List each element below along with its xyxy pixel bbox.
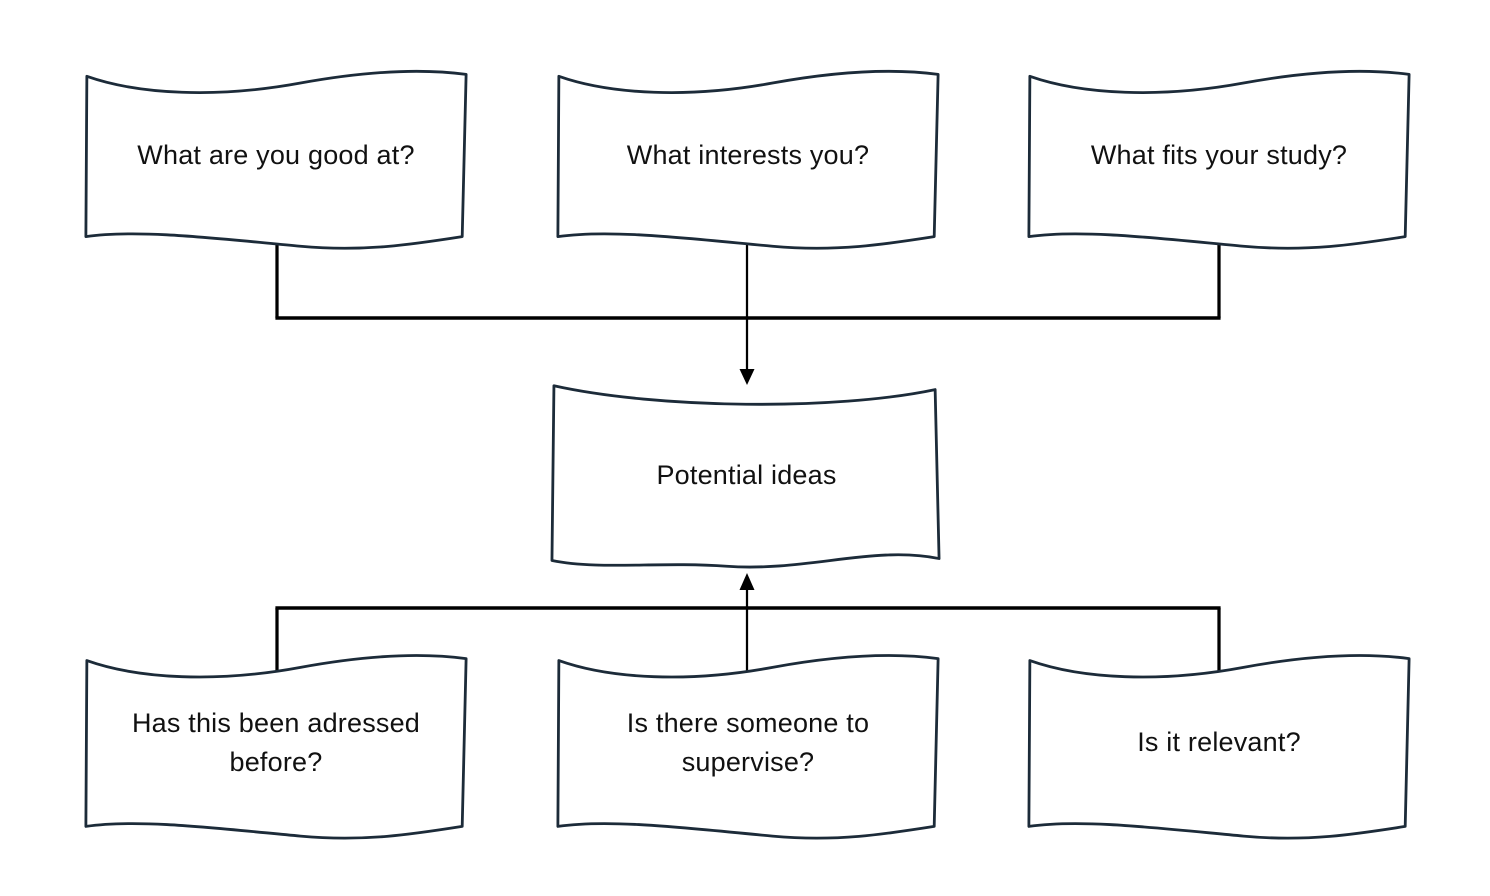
- node-potential-ideas: Potential ideas: [550, 380, 943, 572]
- node-label: Is it relevant?: [1137, 727, 1301, 758]
- wave-shape-outline: [1023, 60, 1415, 252]
- wave-shape-outline: [80, 60, 472, 252]
- node-what-are-you-good-at: What are you good at?: [80, 60, 472, 252]
- wave-shape-outline: [80, 646, 472, 840]
- node-label: Has this been adressed before?: [131, 707, 421, 777]
- node-is-it-relevant: Is it relevant?: [1023, 646, 1415, 840]
- node-label: What interests you?: [626, 140, 870, 171]
- node-has-this-been-adressed-before: Has this been adressed before?: [80, 646, 472, 840]
- up-arrowhead-icon: [739, 573, 755, 590]
- node-is-there-someone-to-supervise: Is there someone to supervise?: [552, 646, 944, 840]
- node-label: Potential ideas: [656, 460, 837, 491]
- wave-shape-outline: [552, 646, 944, 840]
- node-label: What fits your study?: [1090, 140, 1348, 171]
- wave-shape-outline: [550, 380, 943, 572]
- wave-shape-outline: [1023, 646, 1415, 840]
- node-what-interests-you: What interests you?: [552, 60, 944, 252]
- node-label: What are you good at?: [137, 140, 415, 171]
- down-arrowhead-icon: [739, 369, 755, 385]
- node-what-fits-your-study: What fits your study?: [1023, 60, 1415, 252]
- wave-shape-outline: [552, 60, 944, 252]
- node-label: Is there someone to supervise?: [626, 707, 870, 777]
